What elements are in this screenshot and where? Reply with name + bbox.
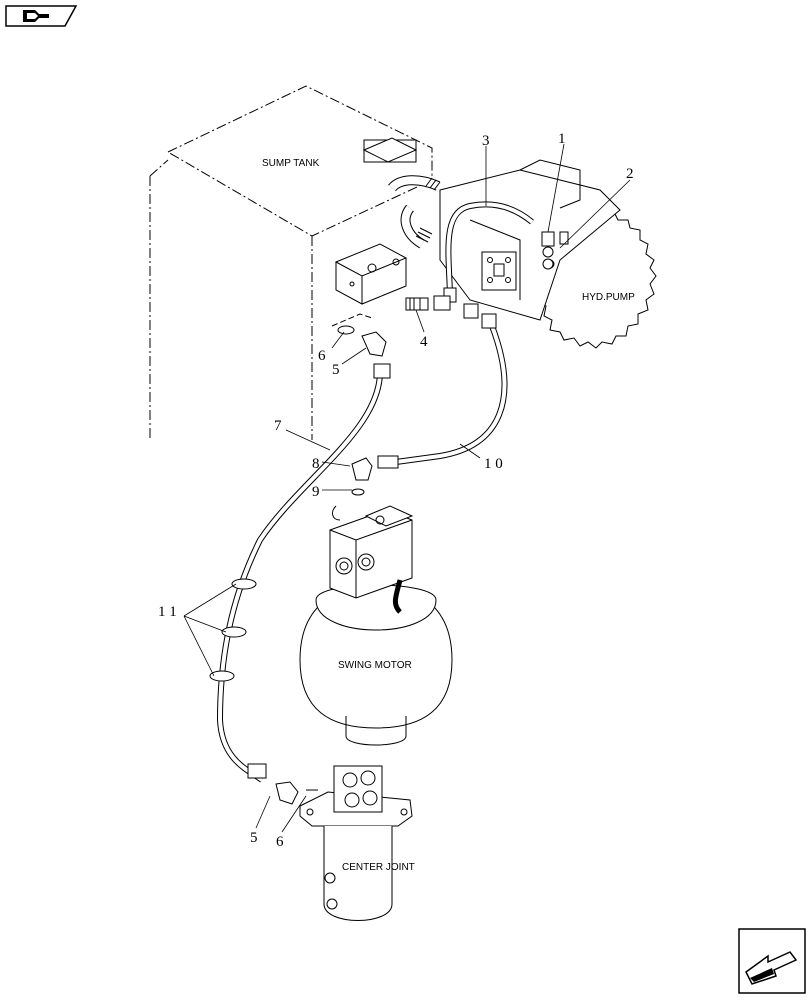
leader-lines (183, 143, 631, 833)
hyd-pump-label: HYD.PUMP (582, 292, 635, 303)
hose-7 (216, 363, 391, 783)
callout-6-top: 6 (318, 348, 326, 364)
callout-5-top: 5 (332, 362, 340, 378)
swing-motor-label: SWING MOTOR (338, 660, 412, 671)
center-joint (299, 765, 413, 921)
clamps-11 (209, 578, 257, 682)
callout-2: 2 (626, 166, 634, 182)
callout-5-bottom: 5 (250, 830, 258, 846)
callout-10: 1 0 (484, 456, 503, 472)
sump-tank (149, 85, 433, 440)
hyd-pump (439, 159, 657, 349)
callout-9: 9 (312, 484, 320, 500)
callout-4: 4 (420, 334, 428, 350)
callout-11: 1 1 (158, 604, 177, 620)
pump-hose-3 (443, 201, 534, 303)
hose-10 (377, 303, 508, 469)
callout-8: 8 (312, 456, 320, 472)
suction-hose (388, 175, 441, 249)
callout-6-bottom: 6 (276, 834, 284, 850)
book-page-icon (5, 5, 77, 27)
callout-1: 1 (558, 131, 566, 147)
center-joint-label: CENTER JOINT (342, 862, 415, 873)
book-nav-button[interactable] (5, 5, 77, 27)
next-arrow-icon (738, 928, 806, 994)
next-page-button[interactable] (738, 928, 806, 994)
callout-7: 7 (274, 418, 282, 434)
fitting-4 (405, 295, 451, 311)
sump-tank-label: SUMP TANK (262, 158, 320, 169)
return-block (334, 243, 408, 305)
swing-motor (299, 505, 453, 746)
callout-3: 3 (482, 133, 490, 149)
